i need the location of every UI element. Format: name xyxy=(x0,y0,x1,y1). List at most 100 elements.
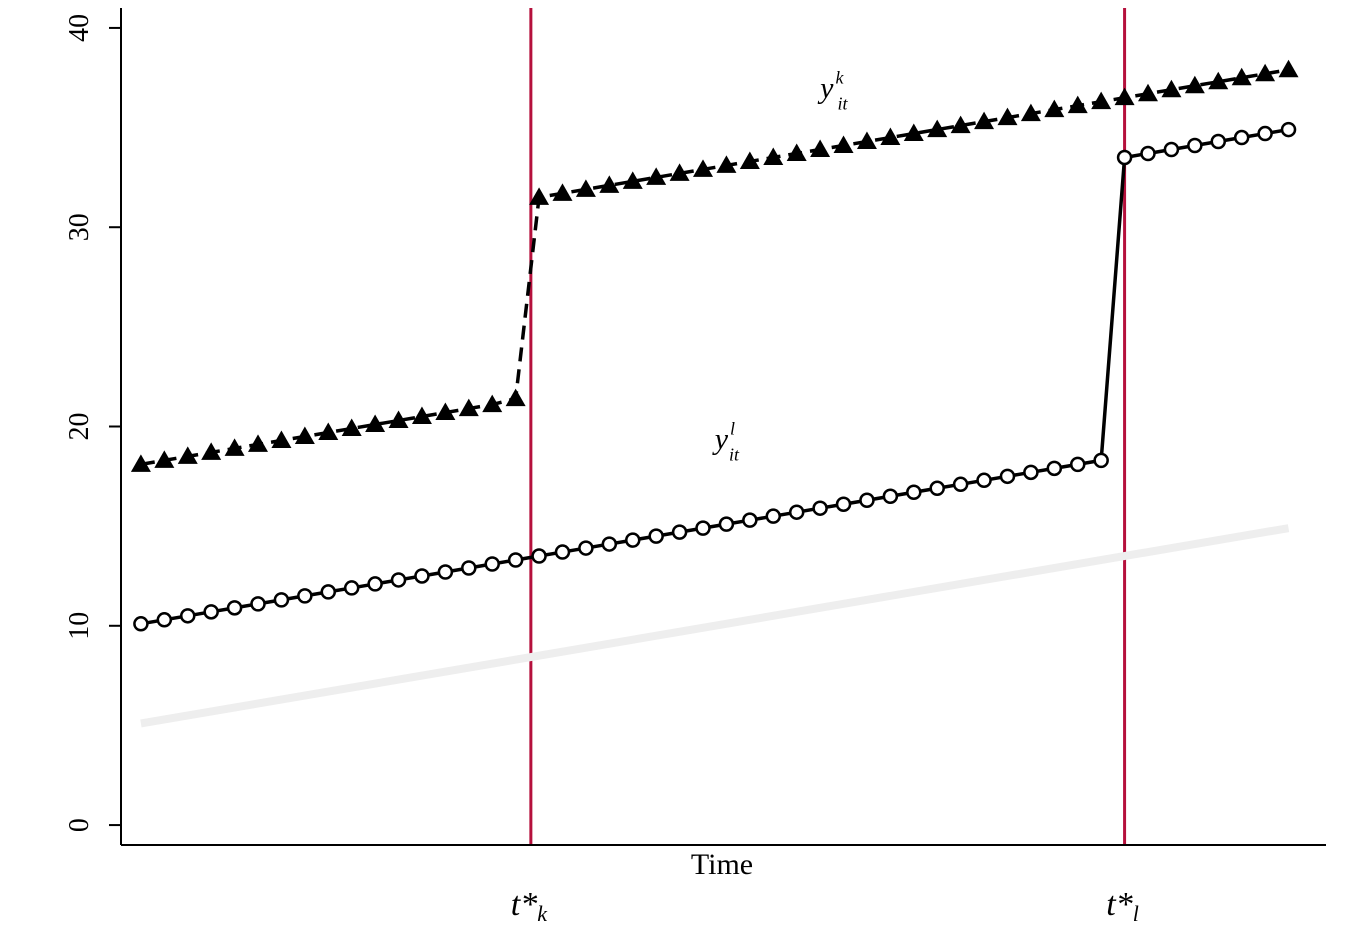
baseline-trend-line xyxy=(140,524,1290,728)
series-k-marker xyxy=(177,446,198,464)
series-l-marker xyxy=(367,576,383,592)
series-k-marker xyxy=(529,187,550,205)
series-l-marker xyxy=(437,564,454,580)
series-k-marker xyxy=(950,115,971,134)
series-l-marker xyxy=(1023,464,1039,481)
series-l-marker xyxy=(1233,129,1250,146)
series-k-marker xyxy=(810,139,831,157)
series-k-marker xyxy=(693,159,714,177)
series-k-marker xyxy=(739,151,760,169)
series-l-marker xyxy=(999,468,1016,485)
series-l-marker xyxy=(624,532,641,548)
series-l-marker xyxy=(695,520,711,536)
treatment-time-label-l: t*l xyxy=(1106,886,1139,926)
y-tick-label: 0 xyxy=(64,818,95,832)
series-l-marker xyxy=(1210,133,1227,150)
series-k-marker xyxy=(1091,91,1112,110)
series-l-marker xyxy=(203,604,219,620)
series-l-marker xyxy=(156,612,173,628)
y-tick-label: 40 xyxy=(64,14,95,42)
series-k-marker xyxy=(1161,79,1182,98)
series-l-marker xyxy=(226,600,243,616)
series-k-marker xyxy=(1255,63,1276,82)
series-l-marker xyxy=(320,584,337,600)
series-l-marker xyxy=(1046,460,1063,477)
series-l-marker xyxy=(507,552,524,568)
series-k-marker xyxy=(1208,71,1229,90)
series-k-marker xyxy=(365,414,386,433)
series-l-marker xyxy=(601,536,618,552)
series-l-marker xyxy=(1280,121,1297,138)
series-k-marker xyxy=(1067,95,1088,114)
series-l-marker xyxy=(976,472,992,489)
series-l-marker xyxy=(906,484,922,501)
series-l-marker xyxy=(1163,141,1180,158)
series-l-marker xyxy=(835,496,852,512)
series-l-marker xyxy=(1069,456,1086,473)
series-k-marker xyxy=(974,111,995,130)
series-l-marker xyxy=(297,588,313,604)
series-k-marker xyxy=(1044,99,1065,118)
treatment-time-labels: t*k t*l xyxy=(511,886,1139,926)
y-tick-label: 30 xyxy=(64,213,95,241)
series-l-marker xyxy=(1257,125,1273,142)
series-l-marker xyxy=(952,476,969,493)
series-l-marker xyxy=(859,492,875,508)
series-k-marker xyxy=(1020,103,1041,122)
series-l-marker xyxy=(1187,137,1203,154)
series-k-marker xyxy=(716,155,737,173)
series-l-marker xyxy=(414,568,430,584)
series-l-marker xyxy=(671,524,688,540)
series-k-marker xyxy=(294,426,315,444)
series-k-marker xyxy=(505,388,526,407)
treatment-time-label-k: t*k xyxy=(511,886,548,926)
series-k-marker xyxy=(154,450,175,468)
series-l-marker xyxy=(250,596,266,612)
series-l-marker xyxy=(554,544,571,560)
series-l-marker xyxy=(273,592,290,608)
plot-area xyxy=(130,8,1299,845)
series-k-marker xyxy=(1231,67,1252,86)
series-k-marker xyxy=(646,167,667,185)
series-l-marker xyxy=(1116,149,1133,166)
series-l-marker xyxy=(1093,452,1109,469)
series-l-marker xyxy=(788,504,805,520)
series-k-marker xyxy=(1184,75,1205,94)
series-k-marker xyxy=(1278,59,1299,78)
series-l-marker xyxy=(742,512,758,528)
series-k-marker xyxy=(575,179,596,197)
series-k-marker xyxy=(786,143,807,161)
y-tick-label: 20 xyxy=(64,413,95,441)
series-k-marker xyxy=(1114,87,1135,106)
series-l-marker xyxy=(461,560,477,576)
series-k-marker xyxy=(552,183,573,201)
series-l-marker xyxy=(179,608,196,624)
series-l-marker xyxy=(578,540,594,556)
series-l-marker xyxy=(1140,145,1156,162)
series-l-marker xyxy=(929,480,945,497)
series-k-marker xyxy=(763,147,784,165)
series-k-marker xyxy=(201,442,222,460)
series-l-marker xyxy=(718,516,735,532)
series-k-marker xyxy=(224,438,245,456)
series-k-marker xyxy=(482,394,503,413)
series-k-marker xyxy=(318,422,339,440)
series-k-marker xyxy=(622,171,643,189)
series-k-marker xyxy=(833,135,854,154)
series-k-marker xyxy=(856,131,877,150)
series-k-marker xyxy=(248,434,269,452)
series-k-marker xyxy=(927,119,948,138)
series-k-marker xyxy=(411,406,432,425)
series-k-marker xyxy=(435,402,456,421)
series-k-marker xyxy=(599,175,620,193)
series-l-marker xyxy=(531,548,547,564)
x-axis-title: Time xyxy=(691,848,753,881)
series-k-marker xyxy=(341,418,362,436)
series-k-marker xyxy=(388,410,409,429)
